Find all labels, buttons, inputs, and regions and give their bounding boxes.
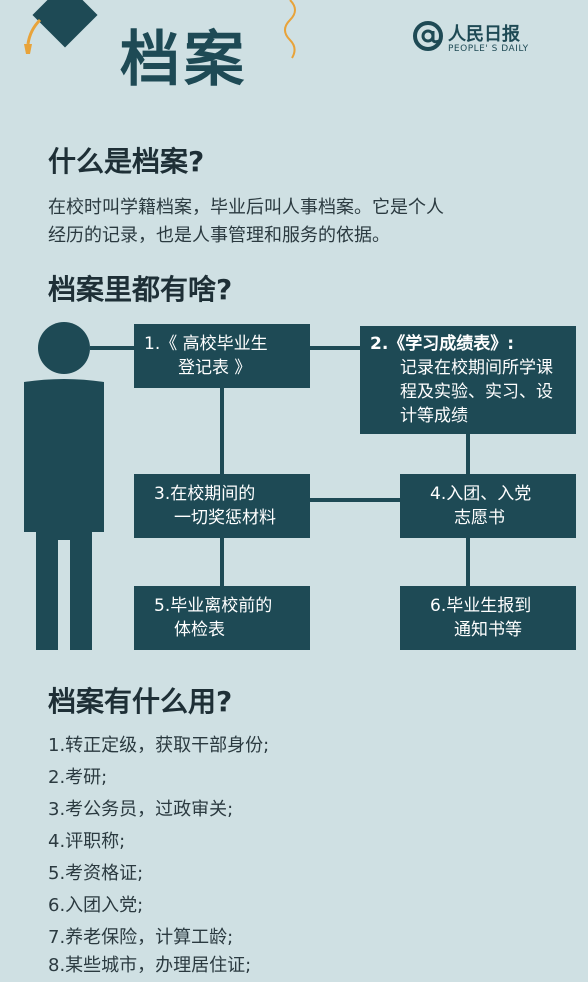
section-heading-what: 什么是档案? <box>48 145 205 178</box>
brand-subtitle: PEOPLE' S DAILY <box>448 44 529 54</box>
list-item: 1.转正定级，获取干部身份; <box>48 735 270 756</box>
box-2-line: 计等成绩 <box>400 406 468 426</box>
graduation-cap-icon <box>24 0 98 54</box>
page-title: 档案 <box>120 25 248 95</box>
box-3-line: 3.在校期间的 <box>154 484 256 504</box>
diagram-box-3: 3.在校期间的 一切奖惩材料 <box>134 474 310 538</box>
diagram-box-2: 2.《学习成绩表》: 记录在校期间所学课 程及实验、实习、设 计等成绩 <box>360 326 576 434</box>
box-5-line: 体检表 <box>174 620 225 640</box>
box-6-line: 通知书等 <box>454 620 522 640</box>
box-5-line: 5.毕业离校前的 <box>154 596 273 616</box>
box-4-line: 志愿书 <box>454 508 505 528</box>
list-item: 2.考研; <box>48 767 108 788</box>
brand-name: 人民日报 <box>448 24 520 45</box>
archive-contents-diagram <box>24 322 470 650</box>
section-heading-uses: 档案有什么用? <box>48 685 233 718</box>
list-item: 7.养老保险，计算工龄; <box>48 927 234 948</box>
person-icon <box>24 322 104 650</box>
box-3-line: 一切奖惩材料 <box>174 508 276 528</box>
confetti-decoration <box>284 0 296 59</box>
box-6-line: 6.毕业生报到 <box>430 596 532 616</box>
intro-line: 经历的记录，也是人事管理和服务的依据。 <box>48 225 390 246</box>
list-item: 6.入团入党; <box>48 895 144 916</box>
box-4-line: 4.入团、入党 <box>430 484 532 504</box>
intro-line: 在校时叫学籍档案，毕业后叫人事档案。它是个人 <box>48 197 444 218</box>
list-item: 5.考资格证; <box>48 863 144 884</box>
list-item: 8.某些城市，办理居住证; <box>48 955 252 976</box>
diagram-box-6: 6.毕业生报到 通知书等 <box>400 586 576 650</box>
box-1-line: 1.《 高校毕业生 <box>144 334 268 354</box>
diagram-box-5: 5.毕业离校前的 体检表 <box>134 586 310 650</box>
diagram-box-1: 1.《 高校毕业生 登记表 》 <box>134 324 310 388</box>
section-heading-contents: 档案里都有啥? <box>48 273 233 306</box>
box-2-line: 2.《学习成绩表》: <box>370 334 515 354</box>
box-1-line: 登记表 》 <box>178 358 252 378</box>
box-2-line: 记录在校期间所学课 <box>400 358 553 378</box>
diagram-box-4: 4.入团、入党 志愿书 <box>400 474 576 538</box>
intro-paragraph: 在校时叫学籍档案，毕业后叫人事档案。它是个人 经历的记录，也是人事管理和服务的依… <box>48 194 548 250</box>
list-item: 4.评职称; <box>48 831 126 852</box>
peoples-daily-logo-icon <box>413 21 443 51</box>
box-2-line: 程及实验、实习、设 <box>400 382 553 402</box>
list-item: 3.考公务员，过政审关; <box>48 799 234 820</box>
